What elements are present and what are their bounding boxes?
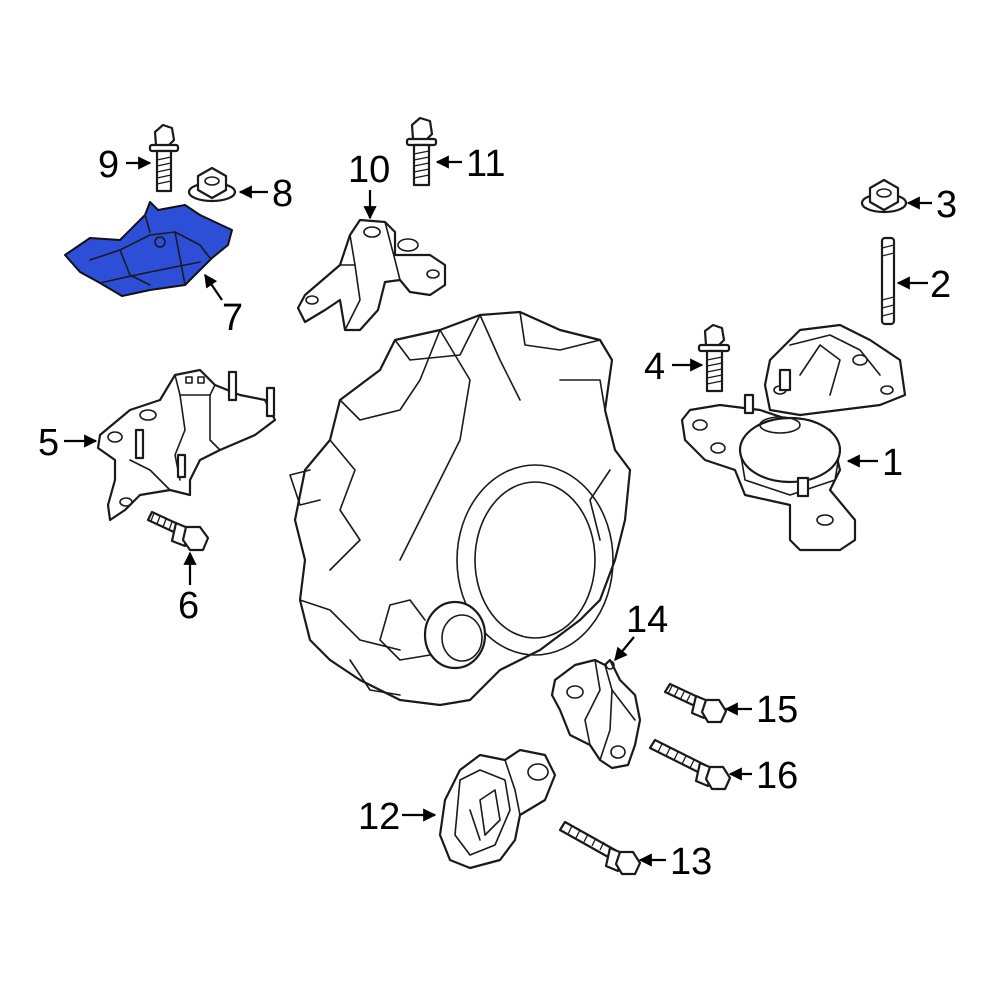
callout-3: 3 [936,184,957,226]
part-12-rear-mount[interactable] [438,748,557,870]
callout-4: 4 [644,346,665,388]
part-2-stud[interactable] [880,236,896,326]
callout-15: 15 [756,689,798,731]
callout-8: 8 [272,173,293,215]
part-13-bolt[interactable] [558,820,642,876]
callout-7: 7 [222,297,243,339]
callout-labels: 9 8 7 10 11 3 2 4 1 5 6 14 15 16 12 13 [38,143,957,883]
callout-10: 10 [348,149,390,191]
part-5-bracket[interactable] [96,368,277,522]
part-1-engine-mount[interactable] [680,323,907,552]
callout-2: 2 [930,264,951,306]
part-11-bolt[interactable] [405,116,438,187]
part-10-bracket[interactable] [296,218,447,332]
part-15-bolt[interactable] [663,682,728,724]
part-3-nut[interactable] [860,178,908,214]
callout-12: 12 [358,796,400,838]
callout-11: 11 [466,143,505,185]
part-9-bolt[interactable] [148,123,180,193]
callout-leaders [64,155,932,867]
callout-13: 13 [670,841,712,883]
callout-14: 14 [626,599,668,641]
callout-1: 1 [882,442,903,484]
part-4-bolt[interactable] [697,323,731,393]
part-7-mount-bracket[interactable] [64,201,233,297]
part-6-bolt[interactable] [146,510,210,552]
transmission-case [289,310,632,707]
callout-6: 6 [178,585,199,627]
part-8-nut[interactable] [187,166,237,203]
callout-16: 16 [756,755,798,797]
callout-5: 5 [38,422,59,464]
part-14-bracket[interactable] [550,658,642,770]
callout-9: 9 [98,144,119,186]
part-16-bolt[interactable] [648,738,732,791]
